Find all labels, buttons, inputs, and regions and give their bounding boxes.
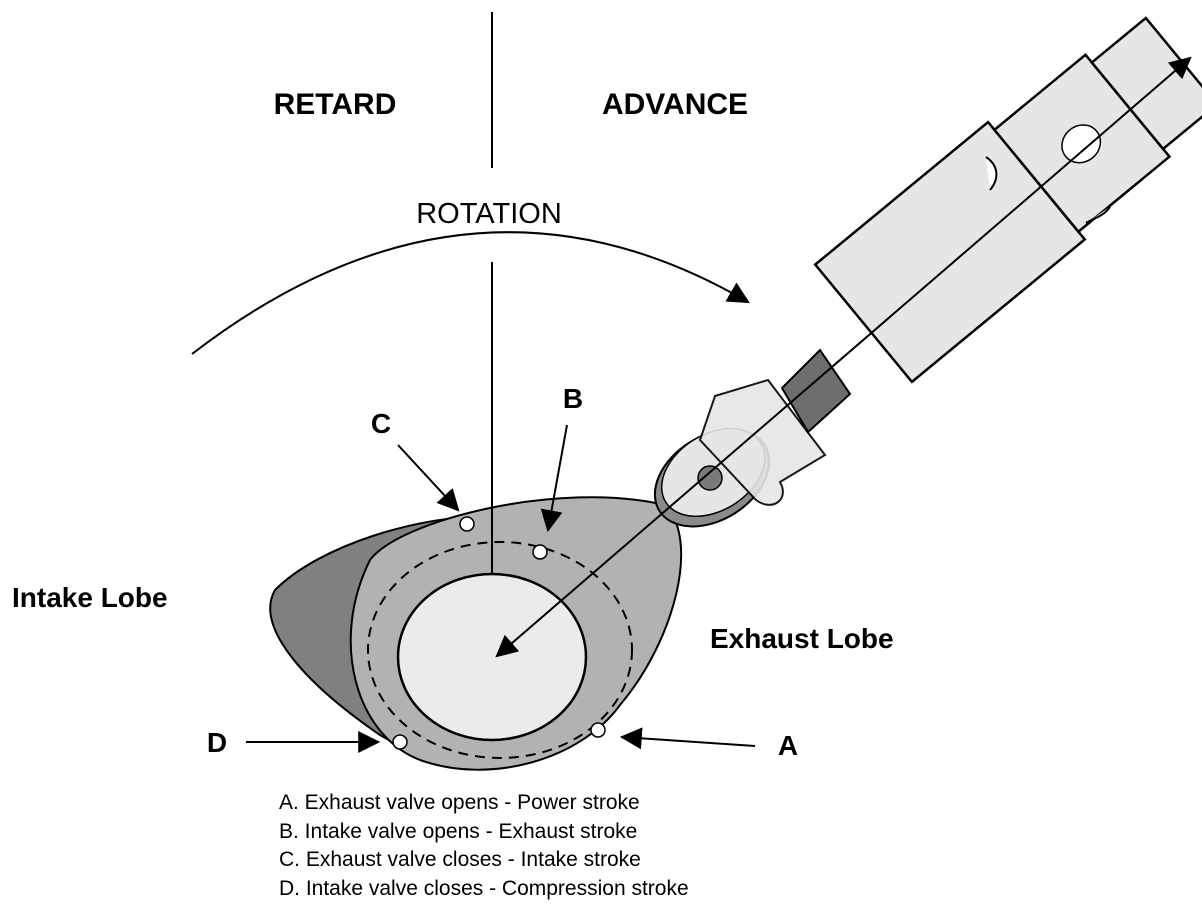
lifter-body [813,16,1202,384]
lifter-assembly [653,16,1202,528]
camshaft-base-circle [396,572,588,742]
roller-axle [697,465,723,491]
point-b-marker [532,544,548,560]
retard-label: RETARD [274,88,397,121]
legend-item-a: A. Exhaust valve opens - Power stroke [279,791,640,814]
lifter-axis-arrow [495,56,1192,658]
legend-item-d: D. Intake valve closes - Compression str… [279,877,689,900]
point-d-label: D [207,727,227,758]
point-a-label: A [778,730,798,761]
advance-label: ADVANCE [602,88,748,121]
legend-item-c: C. Exhaust valve closes - Intake stroke [279,848,641,871]
valve-event-points [392,516,606,750]
arrow-b [540,424,568,533]
rotation-label: ROTATION [416,198,562,230]
legend: A. Exhaust valve opens - Power stroke B.… [279,791,689,900]
point-a-marker [590,722,606,738]
point-c-label: C [371,408,391,439]
arrow-c [397,444,460,512]
intake-lobe-label: Intake Lobe [12,582,168,613]
arrow-a [619,727,756,750]
point-b-label: B [563,383,583,414]
camshaft-lobe [269,262,683,771]
rotation-arrow [191,231,750,355]
point-c-marker [459,516,475,532]
legend-item-b: B. Intake valve opens - Exhaust stroke [279,820,637,843]
point-d-marker [392,734,408,750]
exhaust-lobe-label: Exhaust Lobe [710,623,894,654]
